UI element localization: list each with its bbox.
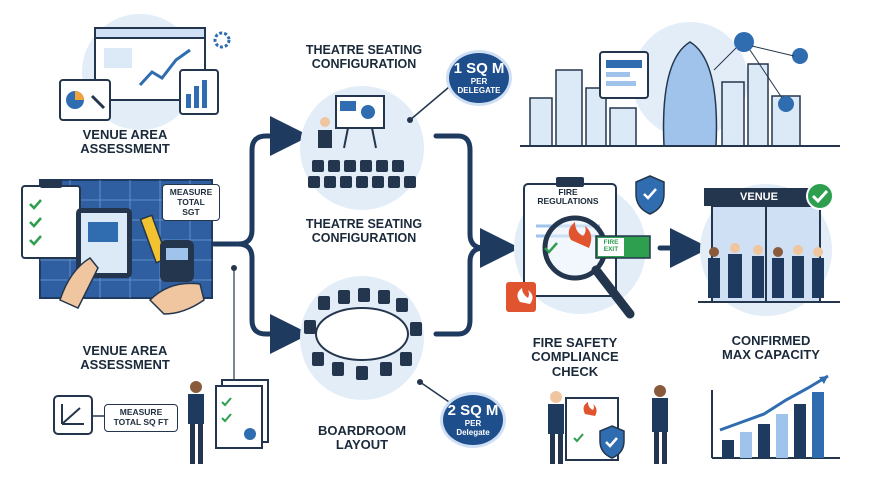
fire-safety-label: FIRE SAFETY COMPLIANCE CHECK: [531, 335, 619, 379]
theatre-ratio-unit: PER DELEGATE: [457, 76, 501, 95]
boardroom-ratio-value: 2 SQ M: [447, 401, 499, 419]
inspectors-illustration: [548, 385, 668, 464]
venue-area-assessment-label-top: VENUE AREA ASSESSMENT: [80, 127, 170, 157]
measure-total-sqft-callout: MEASURE TOTAL SQ FT: [104, 404, 178, 432]
theatre-seating-illustration: [300, 81, 456, 210]
city-skyline-illustration: [520, 22, 840, 147]
theatre-ratio-value: 1 SQ M: [453, 59, 505, 77]
boardroom-illustration: [300, 276, 453, 405]
venue-area-assessment-label-bottom: VENUE AREA ASSESSMENT: [80, 343, 170, 373]
boardroom-layout-label: BOARDROOM LAYOUT: [317, 423, 407, 453]
fire-regulations-sign: FIRE REGULATIONS: [537, 187, 599, 207]
venue-building-illustration: [698, 182, 840, 316]
theatre-seating-label-top: THEATRE SEATING CONFIGURATION: [305, 43, 423, 71]
boardroom-ratio-unit: PER Delegate: [456, 418, 490, 437]
growth-chart-illustration: [711, 374, 840, 459]
confirmed-capacity-label: CONFIRMED MAX CAPACITY: [722, 333, 820, 363]
blueprint-measuring-illustration: [21, 179, 213, 315]
connector-lines: [211, 116, 710, 354]
fire-exit-sign: FIRE EXIT: [603, 239, 619, 254]
venue-analytics-illustration: [59, 14, 231, 130]
fire-safety-illustration: [506, 175, 665, 319]
theatre-ratio-badge: 1 SQ M PER DELEGATE: [446, 50, 512, 106]
boardroom-ratio-badge: 2 SQ M PER Delegate: [440, 392, 506, 448]
measure-total-sgt-callout: MEASURE TOTAL SGT: [162, 184, 220, 222]
venue-sign: VENUE: [740, 191, 778, 203]
theatre-seating-label-mid: THEATRE SEATING CONFIGURATION: [305, 217, 423, 245]
measure-documents-illustration: [53, 265, 269, 464]
